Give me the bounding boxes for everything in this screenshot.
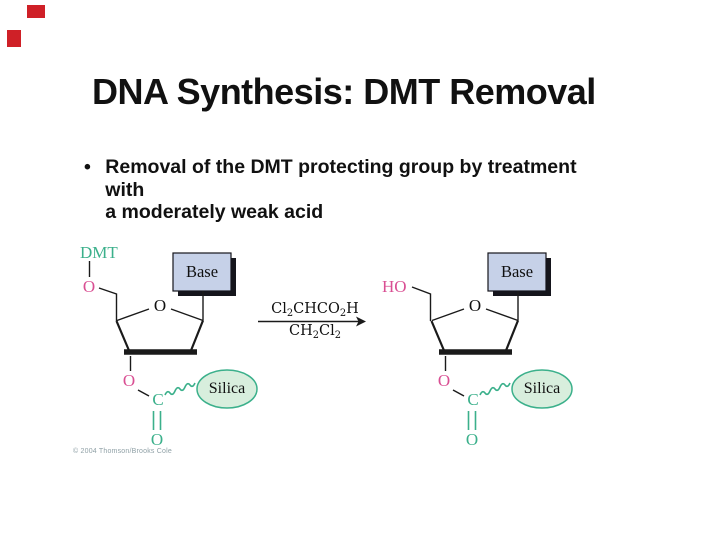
ring-o-label: O xyxy=(468,296,482,315)
copyright-text: © 2004 Thomson/Brooks Cole xyxy=(73,448,172,455)
carbonyl-o-label: O xyxy=(465,430,479,449)
base-label: Base xyxy=(500,262,534,281)
reagent-above-arrow: Cl2CHCO2H xyxy=(271,301,359,319)
ring-o-label: O xyxy=(153,296,167,315)
base-label: Base xyxy=(185,262,219,281)
dmt-label: DMT xyxy=(80,243,118,262)
silica-squiggle-bond xyxy=(164,382,196,396)
bullet-line-2: a moderately weak acid xyxy=(105,201,324,223)
ester-o-c-bond xyxy=(137,389,150,397)
ester-o-label: O xyxy=(122,371,136,390)
carbonyl-double-bond xyxy=(152,411,162,430)
page-title: DNA Synthesis: DMT Removal xyxy=(92,71,596,112)
carbonyl-c-label: C xyxy=(152,390,164,409)
o-top-label: O xyxy=(82,277,96,296)
ring-side-bonds xyxy=(115,320,205,351)
o-ch2-bond xyxy=(98,287,118,321)
red-corner-mark-left xyxy=(7,30,21,47)
silica-squiggle-bond xyxy=(479,382,511,396)
ester-o-c-bond xyxy=(452,389,465,397)
carbonyl-double-bond xyxy=(467,411,477,430)
ester-o-label: O xyxy=(437,371,451,390)
silica-label: Silica xyxy=(523,380,561,397)
reagent-below-arrow: CH2Cl2 xyxy=(288,323,341,341)
bullet-text: Removal of the DMT protecting group by t… xyxy=(105,156,604,224)
ho-label: HO xyxy=(382,277,407,296)
carbonyl-c-label: C xyxy=(467,390,479,409)
silica-label: Silica xyxy=(208,380,246,397)
bullet-line-1: Removal of the DMT protecting group by t… xyxy=(105,156,577,201)
red-corner-mark-top xyxy=(27,5,45,18)
bullet-item: • Removal of the DMT protecting group by… xyxy=(84,156,604,224)
bullet-marker: • xyxy=(84,156,91,178)
carbonyl-o-label: O xyxy=(150,430,164,449)
ring-side-bonds xyxy=(430,320,520,351)
